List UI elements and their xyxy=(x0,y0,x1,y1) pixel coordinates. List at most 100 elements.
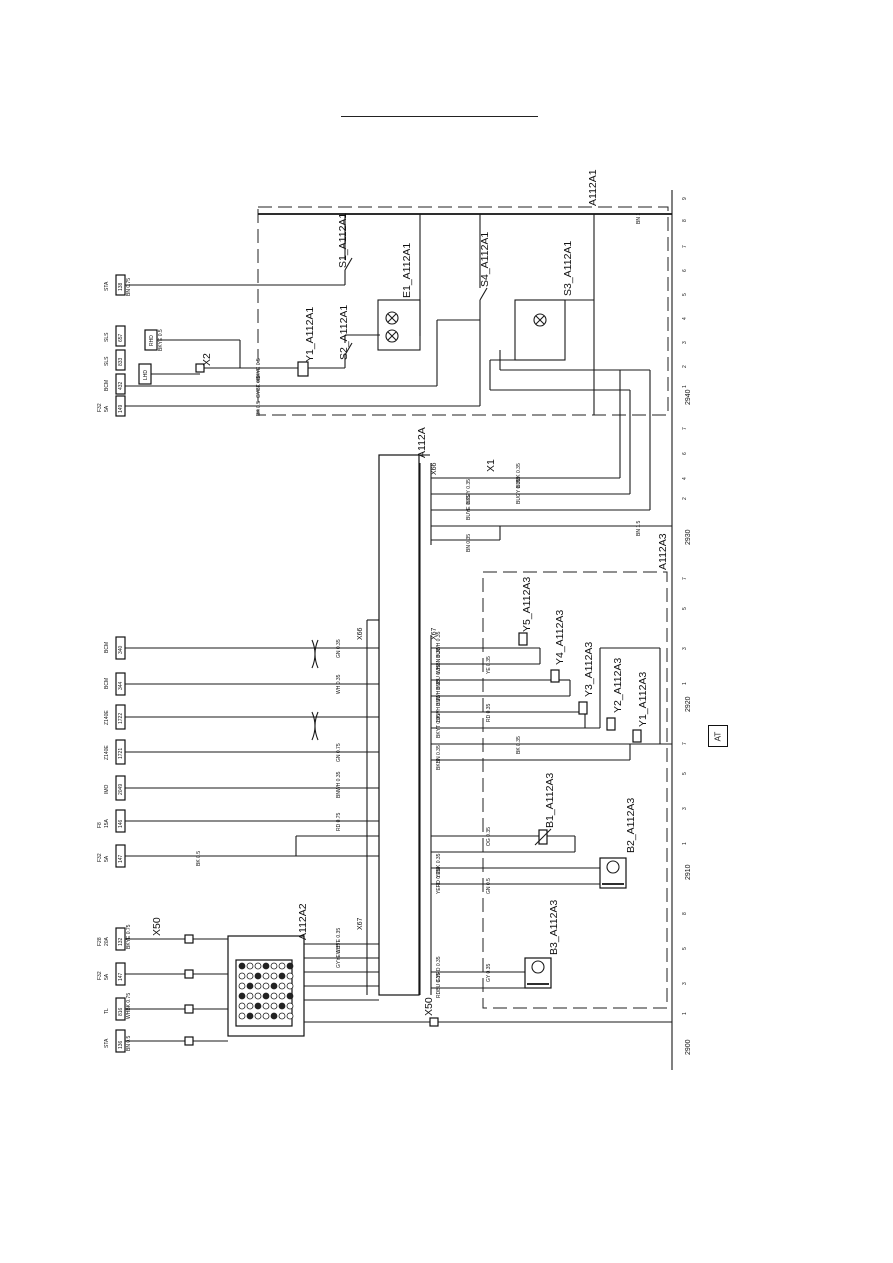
matrix-dot xyxy=(286,1002,294,1010)
svg-text:STA: STA xyxy=(104,281,110,291)
grid-2900: 2900 xyxy=(685,1039,692,1055)
label-e1: E1_A112A1 xyxy=(401,243,413,298)
label-b2: B2_A112A3 xyxy=(625,798,637,853)
svg-text:816: 816 xyxy=(118,1007,124,1016)
label-a112a1: A112A1 xyxy=(587,169,599,206)
svg-text:1722: 1722 xyxy=(118,713,124,724)
label-x2: X2 xyxy=(201,353,213,366)
svg-text:20A: 20A xyxy=(104,936,110,946)
svg-text:F32: F32 xyxy=(97,403,103,412)
svg-text:132: 132 xyxy=(118,937,124,946)
matrix-dot xyxy=(238,962,246,970)
matrix-dot xyxy=(278,1012,286,1020)
svg-text:RDBU 0.35: RDBU 0.35 xyxy=(436,972,442,998)
svg-text:BKGY 0.35: BKGY 0.35 xyxy=(466,479,472,504)
svg-text:5: 5 xyxy=(682,947,688,950)
matrix-dot xyxy=(270,1012,278,1020)
label-y2: Y2_A112A3 xyxy=(612,658,624,713)
svg-text:BK 0.5: BK 0.5 xyxy=(256,401,262,416)
label-y4: Y4_A112A3 xyxy=(554,610,566,665)
svg-text:4: 4 xyxy=(682,477,688,480)
svg-text:8: 8 xyxy=(682,219,688,222)
a112a3-enclosure xyxy=(482,571,668,1009)
svg-text:BKYT 0.35: BKYT 0.35 xyxy=(436,714,442,738)
grid-2920: 2920 xyxy=(685,696,692,712)
svg-text:GYRD 0.35: GYRD 0.35 xyxy=(436,956,442,982)
label-y5: Y5_A112A3 xyxy=(521,577,533,632)
svg-text:BN 0.5: BN 0.5 xyxy=(126,1035,132,1051)
wire-labels: BN 0.75 BKYE 0.5 BKYE 0.5 GYBK 0.5 BK 0.… xyxy=(126,213,642,1051)
svg-text:GYBK 0.5: GYBK 0.5 xyxy=(256,376,262,398)
grid-2930: 2930 xyxy=(685,529,692,545)
svg-text:BCM: BCM xyxy=(104,380,110,391)
at-badge: AT xyxy=(708,725,728,747)
svg-text:5A: 5A xyxy=(104,405,110,412)
matrix-dot xyxy=(254,1002,262,1010)
svg-text:F32: F32 xyxy=(97,853,103,862)
svg-text:Z140E: Z140E xyxy=(104,710,110,725)
matrix-dot xyxy=(246,962,254,970)
matrix-dot xyxy=(286,962,294,970)
svg-text:5A: 5A xyxy=(104,973,110,980)
svg-text:LHD: LHD xyxy=(143,370,149,380)
svg-text:9: 9 xyxy=(682,197,688,200)
svg-text:GY 0.35: GY 0.35 xyxy=(486,964,492,982)
label-s4: S4_A112A1 xyxy=(479,232,491,287)
label-y3: Y3_A112A3 xyxy=(583,642,595,697)
svg-text:344: 344 xyxy=(118,681,124,690)
grid-ruler: 9 8 7 6 5 4 3 2 1 2940 7 6 4 2 2930 7 5 … xyxy=(671,190,692,1070)
svg-text:BNWH 0.35: BNWH 0.35 xyxy=(336,771,342,798)
svg-text:STA: STA xyxy=(104,1038,110,1048)
matrix-dot xyxy=(262,962,270,970)
svg-text:6: 6 xyxy=(682,269,688,272)
svg-text:GN 0.35: GN 0.35 xyxy=(336,639,342,658)
matrix-dot xyxy=(262,972,270,980)
matrix-dot xyxy=(278,1002,286,1010)
label-a112a3: A112A3 xyxy=(657,533,669,570)
wires-bottom xyxy=(125,934,672,1046)
x66-label-top: X66 xyxy=(431,462,438,475)
svg-text:147: 147 xyxy=(118,972,124,981)
svg-text:1: 1 xyxy=(682,682,688,685)
svg-text:8: 8 xyxy=(682,912,688,915)
svg-text:BUYE 0.35: BUYE 0.35 xyxy=(466,495,472,520)
matrix-dot xyxy=(238,992,246,1000)
matrix-dot xyxy=(278,982,286,990)
a112a-pin-strips xyxy=(366,454,432,995)
label-y1a: Y1_A112A1 xyxy=(304,307,316,362)
wires-a112a3 xyxy=(431,647,672,989)
matrix-dot xyxy=(246,992,254,1000)
matrix-dot xyxy=(286,992,294,1000)
svg-text:WHBN 0.35: WHBN 0.35 xyxy=(436,647,442,674)
matrix-dot xyxy=(238,972,246,980)
matrix-dot xyxy=(278,972,286,980)
svg-text:GYYE 0.35: GYYE 0.35 xyxy=(336,943,342,968)
svg-text:2: 2 xyxy=(682,365,688,368)
matrix-dot xyxy=(270,992,278,1000)
svg-text:BUBK 0.35: BUBK 0.35 xyxy=(516,463,522,488)
matrix-dot xyxy=(254,1012,262,1020)
matrix-dot xyxy=(270,982,278,990)
a112a2-selector: A112A2 xyxy=(227,903,309,1037)
svg-text:2: 2 xyxy=(682,497,688,500)
svg-text:7: 7 xyxy=(682,245,688,248)
svg-text:YEBK 0.35: YEBK 0.35 xyxy=(436,853,442,878)
svg-text:146: 146 xyxy=(118,819,124,828)
svg-text:BNWH 0.35: BNWH 0.35 xyxy=(436,679,442,706)
svg-text:BNBU 0.35: BNBU 0.35 xyxy=(436,665,442,690)
svg-text:BKBN 0.35: BKBN 0.35 xyxy=(436,745,442,770)
svg-text:GN 0.75: GN 0.75 xyxy=(336,743,342,762)
svg-text:BCM: BCM xyxy=(104,642,110,653)
header-rule xyxy=(341,116,538,117)
svg-text:1: 1 xyxy=(682,385,688,388)
x67-label-left: X67 xyxy=(357,917,364,930)
svg-text:4: 4 xyxy=(682,317,688,320)
component-labels: A112A1 A112A3 S1_A112A1 Y1_A112A1 S2_A11… xyxy=(151,169,669,1016)
svg-text:RHD: RHD xyxy=(149,335,155,346)
svg-text:SLS: SLS xyxy=(104,332,110,342)
svg-text:5A: 5A xyxy=(104,855,110,862)
x67-label-mid: X67 xyxy=(431,627,438,640)
matrix-dot xyxy=(246,1012,254,1020)
matrix-dot xyxy=(254,992,262,1000)
label-x1: X1 xyxy=(485,459,497,472)
